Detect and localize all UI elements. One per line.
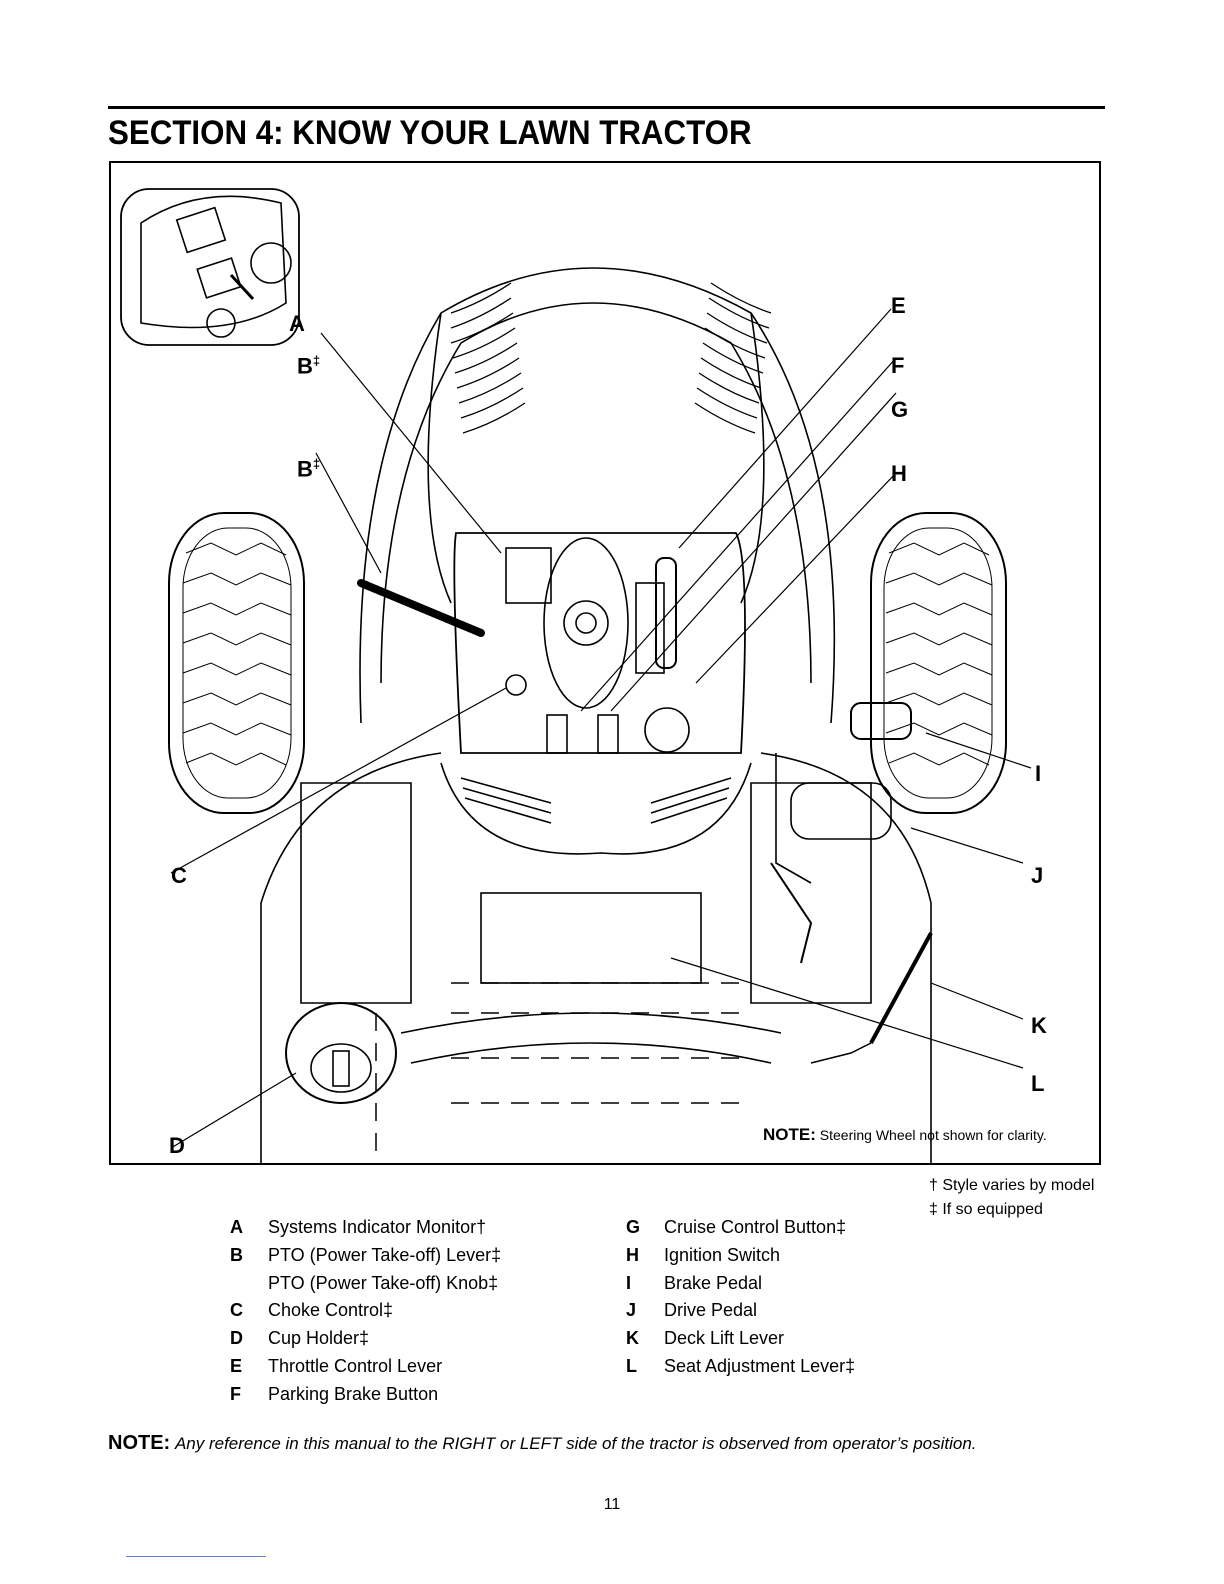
footer-line [126, 1556, 266, 1557]
legend-item: J Drive Pedal [626, 1297, 855, 1325]
callout-j: J [1031, 863, 1044, 888]
legend-key: E [230, 1355, 243, 1376]
legend-text: Throttle Control Lever [268, 1355, 443, 1376]
legend-item: B PTO (Power Take-off) Lever‡ [230, 1242, 501, 1270]
legend-item: L Seat Adjustment Lever‡ [626, 1353, 855, 1381]
left-tire [168, 512, 305, 814]
legend-item: E Throttle Control Lever [230, 1353, 501, 1381]
top-rule [108, 106, 1105, 109]
legend-item: I Brake Pedal [626, 1270, 855, 1298]
callout-c: C [171, 863, 187, 888]
footnote-double-dagger: ‡ If so equipped [929, 1201, 1043, 1218]
legend-item: K Deck Lift Lever [626, 1325, 855, 1353]
footnotes: † Style varies by model ‡ If so equipped [929, 1174, 1094, 1222]
legend-key: D [230, 1328, 243, 1349]
legend-text: Brake Pedal [664, 1272, 763, 1293]
legend-text: PTO (Power Take-off) Lever‡ [268, 1244, 502, 1265]
bottom-note-text: Any reference in this manual to the RIGH… [174, 1434, 977, 1453]
dashed-outline [375, 982, 741, 1163]
hood-vents [450, 282, 772, 434]
legend-key: K [626, 1328, 639, 1349]
legend-text: Choke Control‡ [268, 1300, 394, 1321]
cup-holder-and-seat [285, 1002, 782, 1104]
legend-text: Cruise Control Button‡ [664, 1217, 847, 1237]
right-tire [870, 512, 1007, 814]
callout-a: A [289, 311, 305, 336]
section-title: SECTION 4: KNOW YOUR LAWN TRACTOR [108, 114, 752, 152]
legend-item: A Systems Indicator Monitor† [230, 1214, 501, 1242]
legend-key: G [626, 1217, 641, 1237]
callout-d: D [169, 1133, 185, 1158]
callout-l: L [1031, 1071, 1045, 1096]
footnote-dagger: † Style varies by model [929, 1177, 1095, 1194]
legend-text: Drive Pedal [664, 1300, 758, 1321]
legend-item: H Ignition Switch [626, 1242, 855, 1270]
inset-detail [120, 188, 300, 346]
callout-b-top: B‡ [297, 353, 321, 379]
legend-item: D Cup Holder‡ [230, 1325, 501, 1353]
legend-key: F [230, 1383, 241, 1404]
tractor-diagram-figure: A B‡ B‡ C D E F G H I J K L NOTE: Steeri… [109, 161, 1101, 1165]
legend-text: Deck Lift Lever [664, 1328, 785, 1349]
callout-e: E [891, 293, 906, 318]
legend-item: F Parking Brake Button [230, 1381, 501, 1409]
callout-g: G [891, 397, 909, 422]
page-number: 11 [603, 1496, 621, 1513]
legend-text: Systems Indicator Monitor† [268, 1217, 487, 1237]
callout-k: K [1031, 1013, 1047, 1038]
bottom-note: NOTE: Any reference in this manual to th… [108, 1432, 977, 1455]
legend-key: L [626, 1355, 637, 1376]
legend-key: I [626, 1272, 632, 1293]
legend-text: Cup Holder‡ [268, 1328, 370, 1349]
legend-left: A Systems Indicator Monitor† B PTO (Power … [230, 1214, 501, 1409]
legend-text: PTO (Power Take-off) Knob‡ [268, 1272, 499, 1293]
figure-note-label: NOTE: [763, 1125, 816, 1144]
callout-b-bottom: B‡ [297, 456, 321, 482]
callout-i: I [1035, 761, 1042, 786]
tractor-body [260, 752, 932, 1163]
figure-note: NOTE: Steering Wheel not shown for clari… [763, 1125, 1047, 1145]
leader-lines [170, 308, 1032, 1149]
pedals-and-levers [770, 702, 933, 1064]
hood [359, 267, 836, 724]
dash-panel [357, 532, 746, 754]
legend-text: Parking Brake Button [268, 1383, 439, 1404]
double-dagger-mark: ‡ [312, 456, 321, 471]
callout-h: H [891, 461, 907, 486]
legend-key [230, 1270, 268, 1298]
legend-key: A [230, 1217, 243, 1237]
legend-item: G Cruise Control Button‡ [626, 1214, 855, 1242]
figure-note-text: Steering Wheel not shown for clarity. [819, 1127, 1047, 1143]
legend-right: G Cruise Control Button‡ H Ignition Switch… [626, 1214, 855, 1381]
legend-text: Seat Adjustment Lever‡ [664, 1355, 856, 1376]
legend-key: J [626, 1300, 637, 1321]
legend-key: B [230, 1244, 243, 1265]
legend-item: PTO (Power Take-off) Knob‡ [230, 1270, 501, 1298]
tractor-illustration [120, 188, 1032, 1163]
legend-key: H [626, 1244, 639, 1265]
legend-text: Ignition Switch [664, 1244, 781, 1265]
bottom-note-label: NOTE: [108, 1432, 171, 1454]
double-dagger-mark: ‡ [312, 353, 321, 368]
legend-key: C [230, 1300, 243, 1321]
callout-f: F [891, 353, 905, 378]
legend-item: C Choke Control‡ [230, 1297, 501, 1325]
